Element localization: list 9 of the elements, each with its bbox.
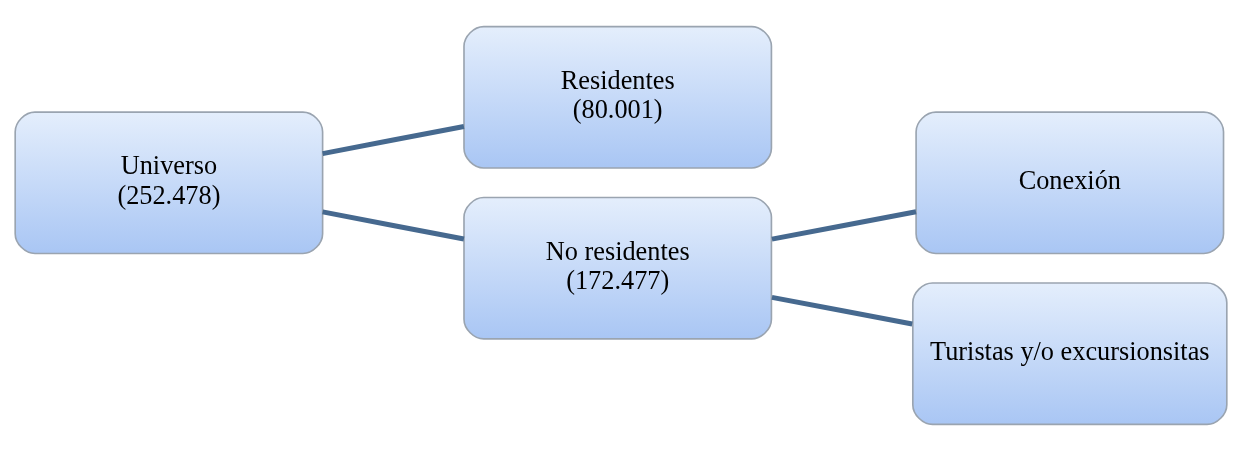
connector (771, 294, 913, 326)
node-box: Residentes (80.001) (463, 25, 773, 169)
connector (771, 208, 917, 242)
node-box: Universo (252.478) (14, 110, 324, 254)
node-box: No residentes (172.477) (463, 196, 773, 340)
connector (322, 209, 465, 241)
connector (322, 123, 465, 156)
node-box: Turistas y/o excursionsitas (912, 281, 1228, 425)
node-box: Conexión (915, 110, 1225, 254)
